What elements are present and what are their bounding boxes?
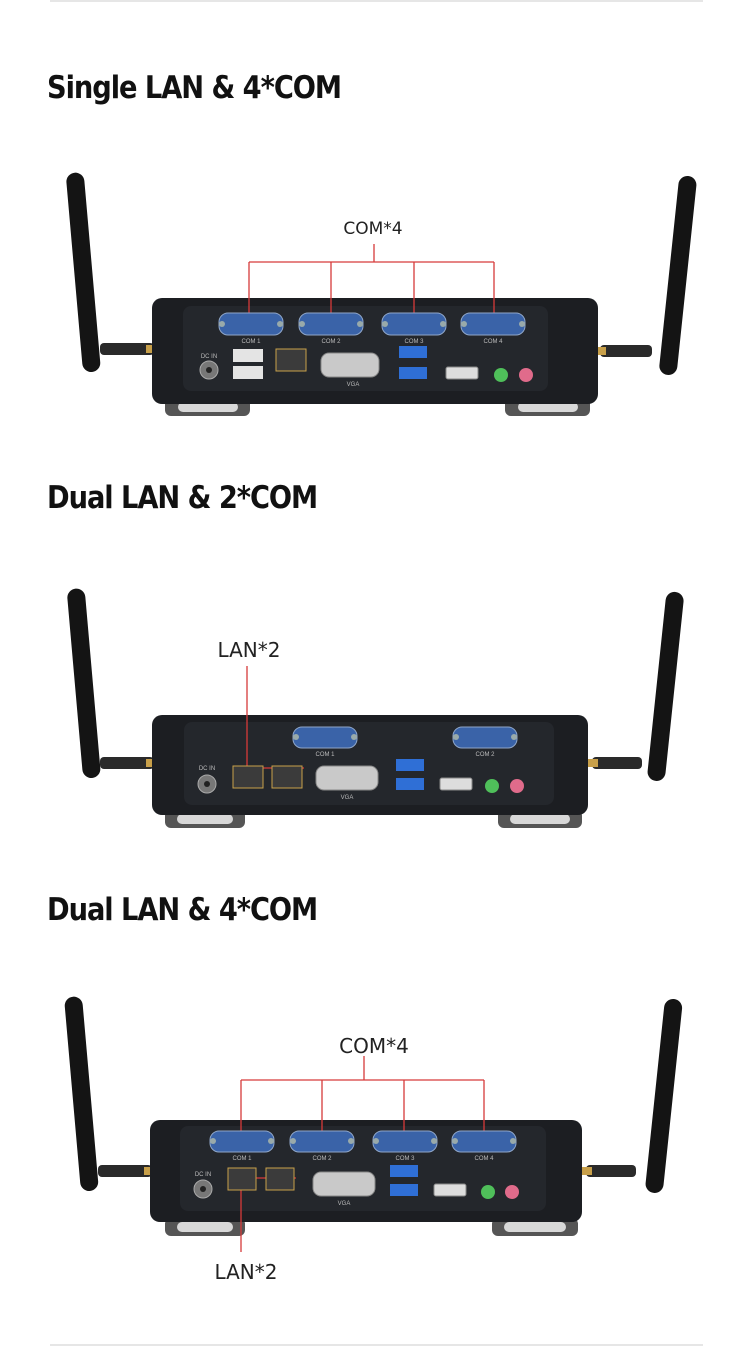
hdmi-port [439,777,473,791]
usb2-port-top [233,349,263,362]
section-heading: Single LAN & 4*COM [47,70,342,106]
usb3-port-bottom [396,778,424,790]
left-antenna [67,588,156,778]
com-port-3 [372,1130,438,1153]
vga-label: VGA [347,382,360,388]
usb2-port-bottom [233,366,263,379]
section-heading: Dual LAN & 2*COM [47,480,318,516]
lan-port [275,348,307,372]
com-port-1-label: COM 1 [315,752,335,758]
vga-label: VGA [338,1201,351,1207]
com-port-4-label: COM 4 [474,1156,494,1162]
right-antenna [588,591,684,781]
lan-callout-label: LAN*2 [215,1260,278,1284]
mini-pc-rear-photo: COM*4 LAN*2 COM 1 COM 2 COM 3 COM 4 DC I… [64,996,683,1284]
dc-in-label: DC IN [199,766,215,772]
usb3-port-top [399,346,427,358]
hdmi-port [433,1183,467,1197]
com-port-4 [460,312,526,336]
lan-port-2 [271,765,303,789]
com-port-1 [218,312,284,336]
vga-label: VGA [341,795,354,801]
mini-pc-rear-photo: COM*4 COM 1 COM 2 COM 3 COM 4 DC IN VGA [66,172,697,416]
section-dual-lan-4com: Dual LAN & 4*COM COM*4 [0,860,751,1340]
dc-in-label: DC IN [195,1172,211,1178]
com-port-3-label: COM 3 [395,1156,415,1162]
bottom-divider [50,1344,703,1346]
com-port-1 [292,726,358,749]
lan-port-2 [265,1167,295,1191]
com-port-2-label: COM 2 [321,339,341,345]
vga-port [320,352,380,378]
right-antenna [582,998,683,1193]
lan-port-1 [232,765,264,789]
vga-port [315,765,379,791]
usb3-port-top [396,759,424,771]
section-dual-lan-2com: Dual LAN & 2*COM LAN*2 COM 1 COM 2 DC IN [0,440,751,860]
com-port-2-label: COM 2 [312,1156,332,1162]
com-port-1 [209,1130,275,1153]
section-single-lan-4com: Single LAN & 4*COM COM*4 [0,0,751,440]
com-port-2-label: COM 2 [475,752,495,758]
com-port-4 [451,1130,517,1153]
com-callout-lines [248,244,495,322]
com-port-2 [289,1130,355,1153]
com-callout-label: COM*4 [343,219,402,239]
mini-pc-rear-photo: LAN*2 COM 1 COM 2 DC IN VGA [67,588,684,828]
top-divider [50,0,703,2]
com-callout-label: COM*4 [339,1034,409,1058]
com-port-2 [452,726,518,749]
com-port-2 [298,312,364,336]
com-port-3-label: COM 3 [404,339,424,345]
audio-in-port [519,368,533,382]
com-port-3 [381,312,447,336]
section-heading: Dual LAN & 4*COM [47,892,318,928]
left-antenna [64,996,154,1191]
audio-out-port [481,1185,495,1199]
right-antenna [596,175,697,375]
lan-port-1 [227,1167,257,1191]
audio-in-port [510,779,524,793]
usb3-port-bottom [390,1184,418,1196]
left-antenna [66,172,156,372]
audio-out-port [494,368,508,382]
usb3-port-top [390,1165,418,1177]
hdmi-port [445,366,479,380]
com-port-1-label: COM 1 [232,1156,252,1162]
com-port-1-label: COM 1 [241,339,261,345]
audio-in-port [505,1185,519,1199]
com-callout-lines [240,1056,485,1140]
lan-callout-label: LAN*2 [218,638,281,662]
vga-port [312,1171,376,1197]
dc-in-label: DC IN [201,354,217,360]
com-port-4-label: COM 4 [483,339,503,345]
usb3-port-bottom [399,367,427,379]
audio-out-port [485,779,499,793]
